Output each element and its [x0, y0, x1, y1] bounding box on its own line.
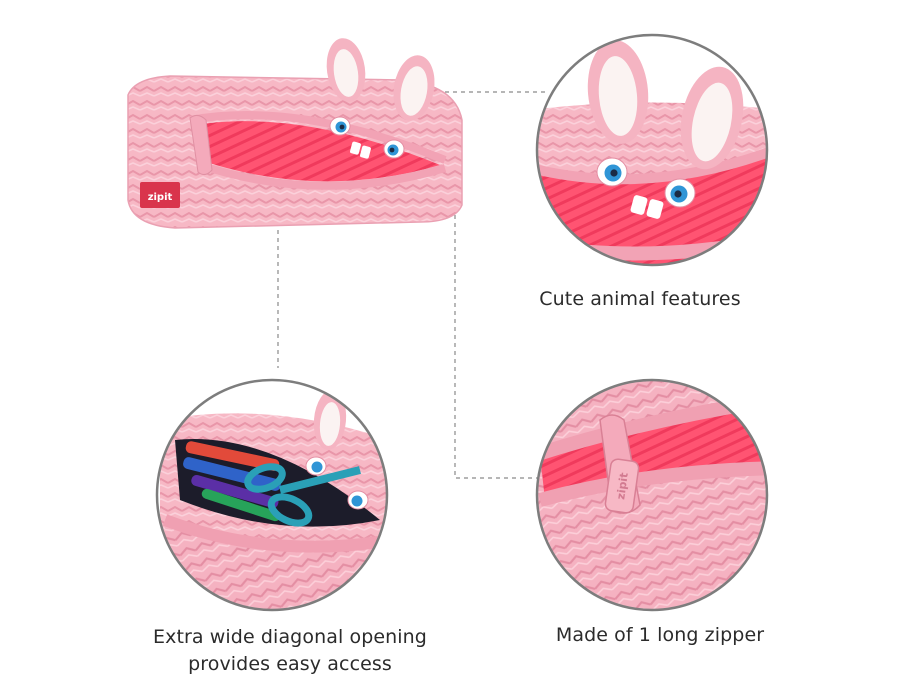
detail-circle-animal-features — [535, 33, 769, 267]
pull-tag: zipit — [614, 472, 631, 501]
caption-wide-opening-line2: provides easy access — [188, 653, 392, 675]
connector-lines — [277, 91, 545, 479]
connector-zipper — [454, 215, 540, 479]
caption-long-zipper: Made of 1 long zipper — [555, 624, 765, 646]
bunny-pouch-illustration: zipit — [127, 38, 463, 229]
caption-animal-features: Cute animal features — [539, 288, 741, 310]
scissors-icon — [244, 463, 361, 527]
marker-icon — [183, 441, 281, 522]
detail-circle-long-zipper: zipit — [535, 378, 769, 612]
caption-wide-opening-line1: Extra wide diagonal opening — [153, 626, 427, 648]
caption-wide-opening: Extra wide diagonal opening provides eas… — [110, 624, 470, 678]
detail-circle-wide-opening — [155, 378, 389, 612]
brand-tag: zipit — [148, 192, 173, 203]
